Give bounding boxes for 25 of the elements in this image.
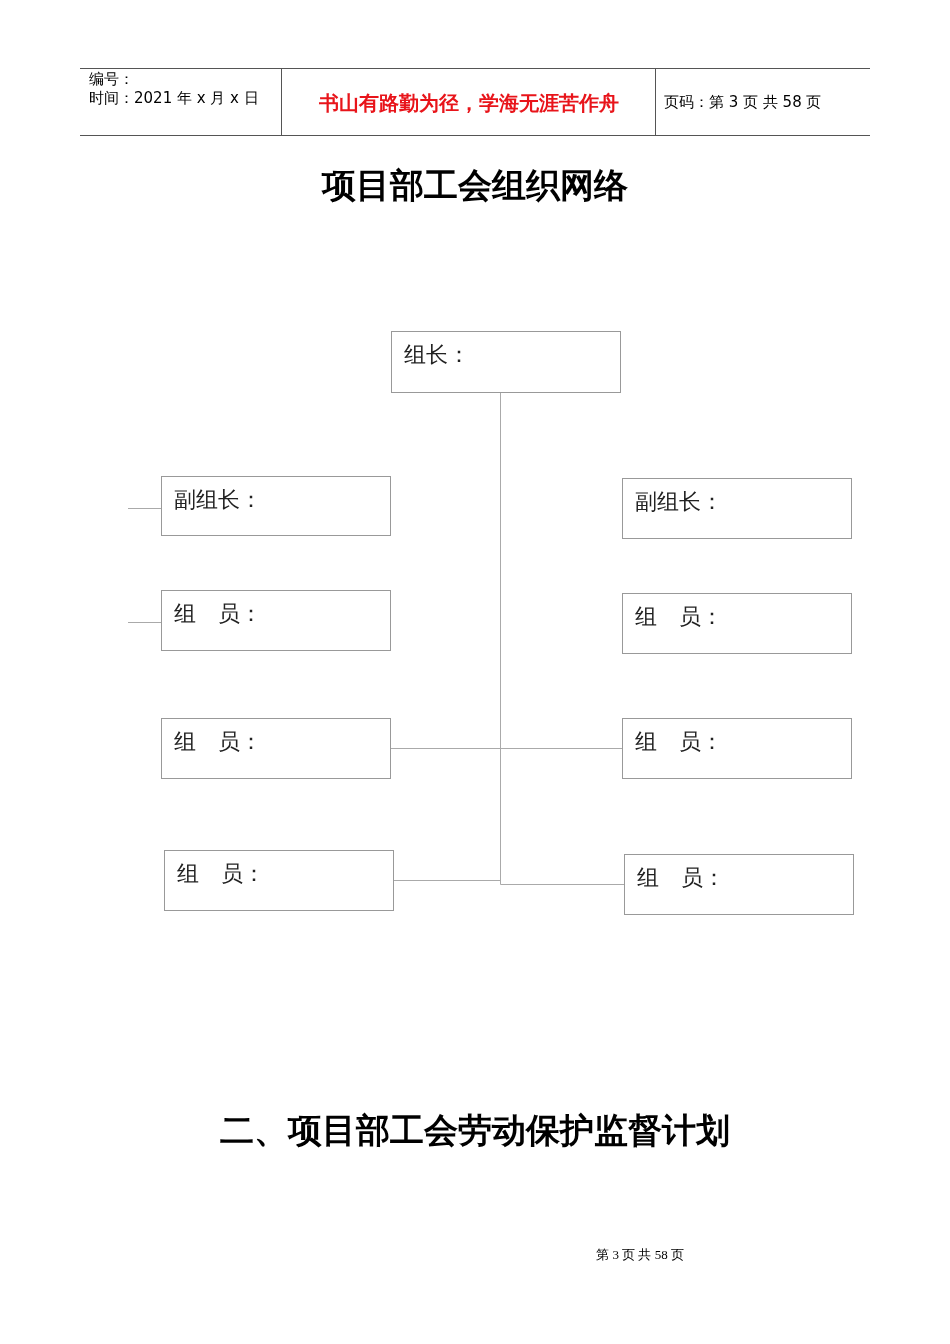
position-label: 组 员： (174, 601, 262, 626)
org-box (624, 854, 854, 915)
position-label: 组长： (404, 342, 470, 367)
position-label: 组 员： (177, 861, 265, 886)
section-heading: 二、项目部工会劳动保护监督计划 (219, 1109, 731, 1152)
position-label: 组 员： (174, 729, 262, 754)
position-label: 副组长： (635, 489, 723, 514)
position-label: 组 员： (635, 729, 723, 754)
org-box (161, 476, 391, 536)
diagram-title: 项目部工会组织网络 (320, 164, 629, 207)
page-footer: 第 3 页 共 58 页 (520, 1246, 760, 1264)
org-box (161, 718, 391, 779)
org-box (622, 478, 852, 539)
org-box (161, 590, 391, 651)
date-label: 时间：2021 年 x 月 x 日 (89, 89, 259, 108)
position-label: 副组长： (174, 487, 262, 512)
org-box (622, 718, 852, 779)
field-label: 编号： (89, 70, 134, 89)
org-box (622, 593, 852, 654)
motto-text: 书山有路勤为径，学海无涯苦作舟 (317, 90, 620, 117)
position-label: 组 员： (635, 604, 723, 629)
org-box (391, 331, 621, 393)
page-number-label: 页码：第 3 页 共 58 页 (664, 93, 822, 112)
org-box (164, 850, 394, 911)
position-label: 组 员： (637, 865, 725, 890)
